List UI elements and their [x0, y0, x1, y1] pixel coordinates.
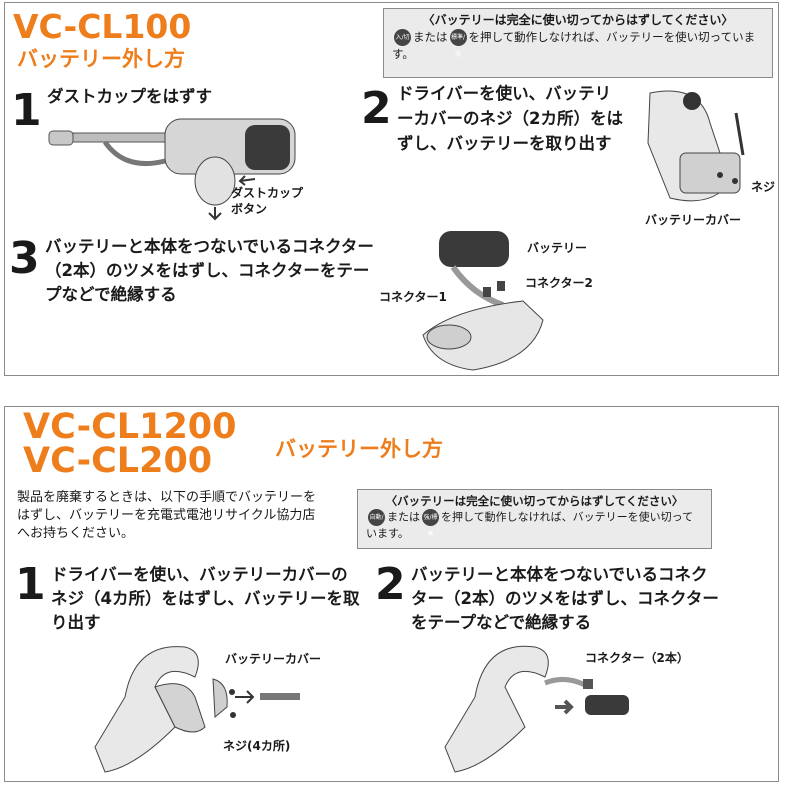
section-subtitle: バッテリー外し方 [275, 437, 443, 461]
power-mode-button-icon: 強/標準 [422, 509, 439, 538]
battery-note: 〈バッテリーは完全に使い切ってからはずしてください〉 入/切または標準/強を押し… [383, 8, 773, 78]
step-3-text: バッテリーと本体をつないでいるコネクター（2本）のツメをはずし、コネクターをテー… [45, 237, 374, 304]
step-1-text: ダストカップをはずす [47, 87, 212, 106]
note-rest: を押して動作しなければ、バッテリーを使い切っています。 [366, 510, 694, 541]
note-or: または [387, 510, 420, 524]
step-1-text: ドライバーを使い、バッテリーカバーのネジ（4カ所）をはずし、バッテリーを取り出す [51, 565, 360, 632]
note-title: 〈バッテリーは完全に使い切ってからはずしてください〉 [385, 494, 684, 508]
battery-label: バッテリー [527, 241, 588, 255]
note-or: または [413, 30, 448, 44]
note-rest: を押して動作しなければ、バッテリーを使い切っています。 [392, 30, 756, 61]
model-title: VC-CL100 [13, 7, 192, 46]
section-vc-cl1200: VC-CL1200 VC-CL200 バッテリー外し方 製品を廃棄するときは、以… [4, 406, 779, 782]
handle-connector-illustration [444, 645, 629, 773]
battery-connector-illustration [422, 231, 544, 371]
connector-label: コネクター（2本） [585, 651, 689, 665]
note-body: 自動/切または強/標準を押して動作しなければ、バッテリーを使い切っています。 [366, 509, 703, 542]
screw-label: ネジ [751, 180, 776, 194]
power-button-icon: 入/切 [394, 29, 411, 46]
step-1-number: 1 [11, 85, 42, 136]
auto-button-icon: 自動/切 [368, 509, 385, 538]
connector-1-label: コネクター1 [379, 290, 447, 304]
step-1-number: 1 [15, 559, 46, 610]
step-2-text: ドライバーを使い、バッテリーカバーのネジ（2カ所）をはずし、バッテリーを取り出す [397, 84, 623, 153]
screw-label: ネジ(4カ所) [223, 739, 291, 753]
connector-2-label: コネクター2 [525, 276, 593, 290]
model-title-1: VC-CL1200 [23, 407, 237, 447]
step-2-number: 2 [361, 83, 392, 134]
model-title-2: VC-CL200 [23, 441, 213, 481]
battery-cover-label: バッテリーカバー [645, 213, 742, 227]
intro-text: 製品を廃棄するときは、以下の手順でバッテリーをはずし、バッテリーを充電式電池リサ… [17, 490, 317, 541]
handle-battery-cover-illustration [94, 646, 300, 773]
battery-cover-label: バッテリーカバー [225, 652, 322, 666]
battery-cover-illustration [647, 90, 745, 202]
note-body: 入/切または標準/強を押して動作しなければ、バッテリーを使い切っています。 [392, 29, 764, 63]
step-2-text: バッテリーと本体をつないでいるコネクター（2本）のツメをはずし、コネクターをテー… [411, 565, 719, 632]
step-3-number: 3 [9, 233, 40, 284]
dustcup-button-label: ダストカップ ボタン [231, 186, 304, 216]
note-title: 〈バッテリーは完全に使い切ってからはずしてください〉 [422, 13, 734, 27]
step-2-number: 2 [375, 559, 406, 610]
mode-button-icon: 標準/強 [449, 29, 467, 58]
section-vc-cl100: VC-CL100 バッテリー外し方 〈バッテリーは完全に使い切ってからはずしてく… [4, 2, 779, 376]
section-subtitle: バッテリー外し方 [17, 47, 185, 71]
battery-note: 〈バッテリーは完全に使い切ってからはずしてください〉 自動/切または強/標準を押… [357, 489, 712, 549]
vacuum-dustcup-illustration [48, 118, 296, 221]
